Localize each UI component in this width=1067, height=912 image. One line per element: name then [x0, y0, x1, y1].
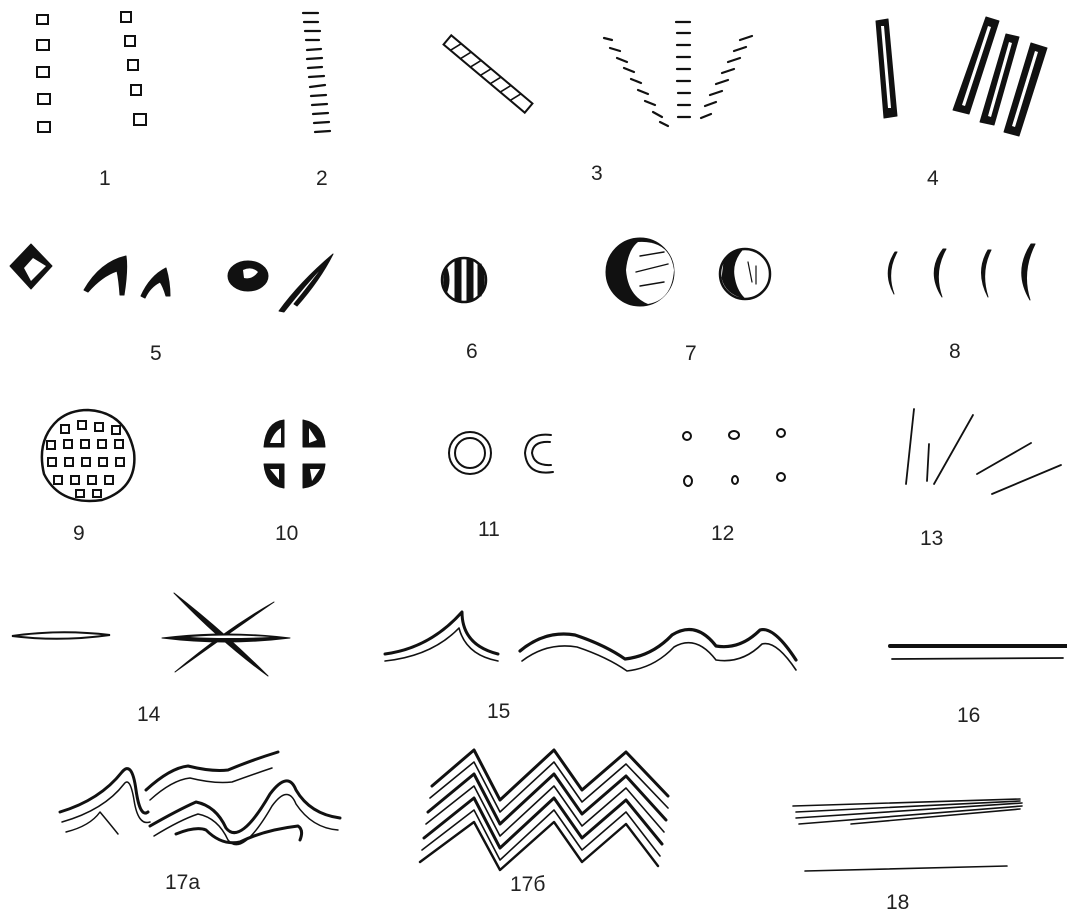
motif-15-waves — [385, 612, 796, 671]
label-13: 13 — [920, 527, 943, 550]
label-1: 1 — [99, 167, 111, 190]
motif-8-crescents — [888, 244, 1035, 300]
motif-9-gridded-disc — [42, 410, 135, 501]
label-5: 5 — [150, 342, 162, 365]
motif-17b-zigzag-bands — [420, 750, 668, 870]
label-3: 3 — [591, 162, 603, 185]
motif-4-thick-bars — [876, 17, 1047, 136]
label-8: 8 — [949, 340, 961, 363]
label-17b: 17б — [510, 873, 545, 896]
motif-11-rings — [449, 432, 553, 474]
label-12: 12 — [711, 522, 734, 545]
label-15: 15 — [487, 700, 510, 723]
label-4: 4 — [927, 167, 939, 190]
label-18: 18 — [886, 891, 909, 912]
label-7: 7 — [685, 342, 697, 365]
label-9: 9 — [73, 522, 85, 545]
motif-13-thin-strokes — [906, 409, 1061, 494]
label-11: 11 — [478, 518, 500, 541]
label-2: 2 — [316, 167, 328, 190]
label-16: 16 — [957, 704, 980, 727]
motif-3-segmented-band-and-fan — [444, 22, 752, 126]
motif-14-lens-and-star — [12, 593, 290, 676]
motif-2-dash-ladder — [303, 13, 330, 132]
motif-12-small-dots — [683, 429, 785, 486]
motif-5-mixed-shapes — [10, 244, 333, 312]
motif-18-line-bundle — [793, 799, 1022, 871]
label-10: 10 — [275, 522, 298, 545]
label-6: 6 — [466, 340, 478, 363]
motif-7-shaded-discs — [606, 238, 770, 306]
label-14: 14 — [137, 703, 161, 726]
motif-1-square-columns — [37, 12, 146, 132]
motif-10-quartered-disc — [264, 420, 325, 488]
motif-17a-wave-bands — [60, 752, 340, 845]
motif-6-striped-circle — [442, 258, 486, 302]
label-17a: 17а — [165, 871, 200, 894]
motif-16-double-line — [890, 646, 1067, 659]
